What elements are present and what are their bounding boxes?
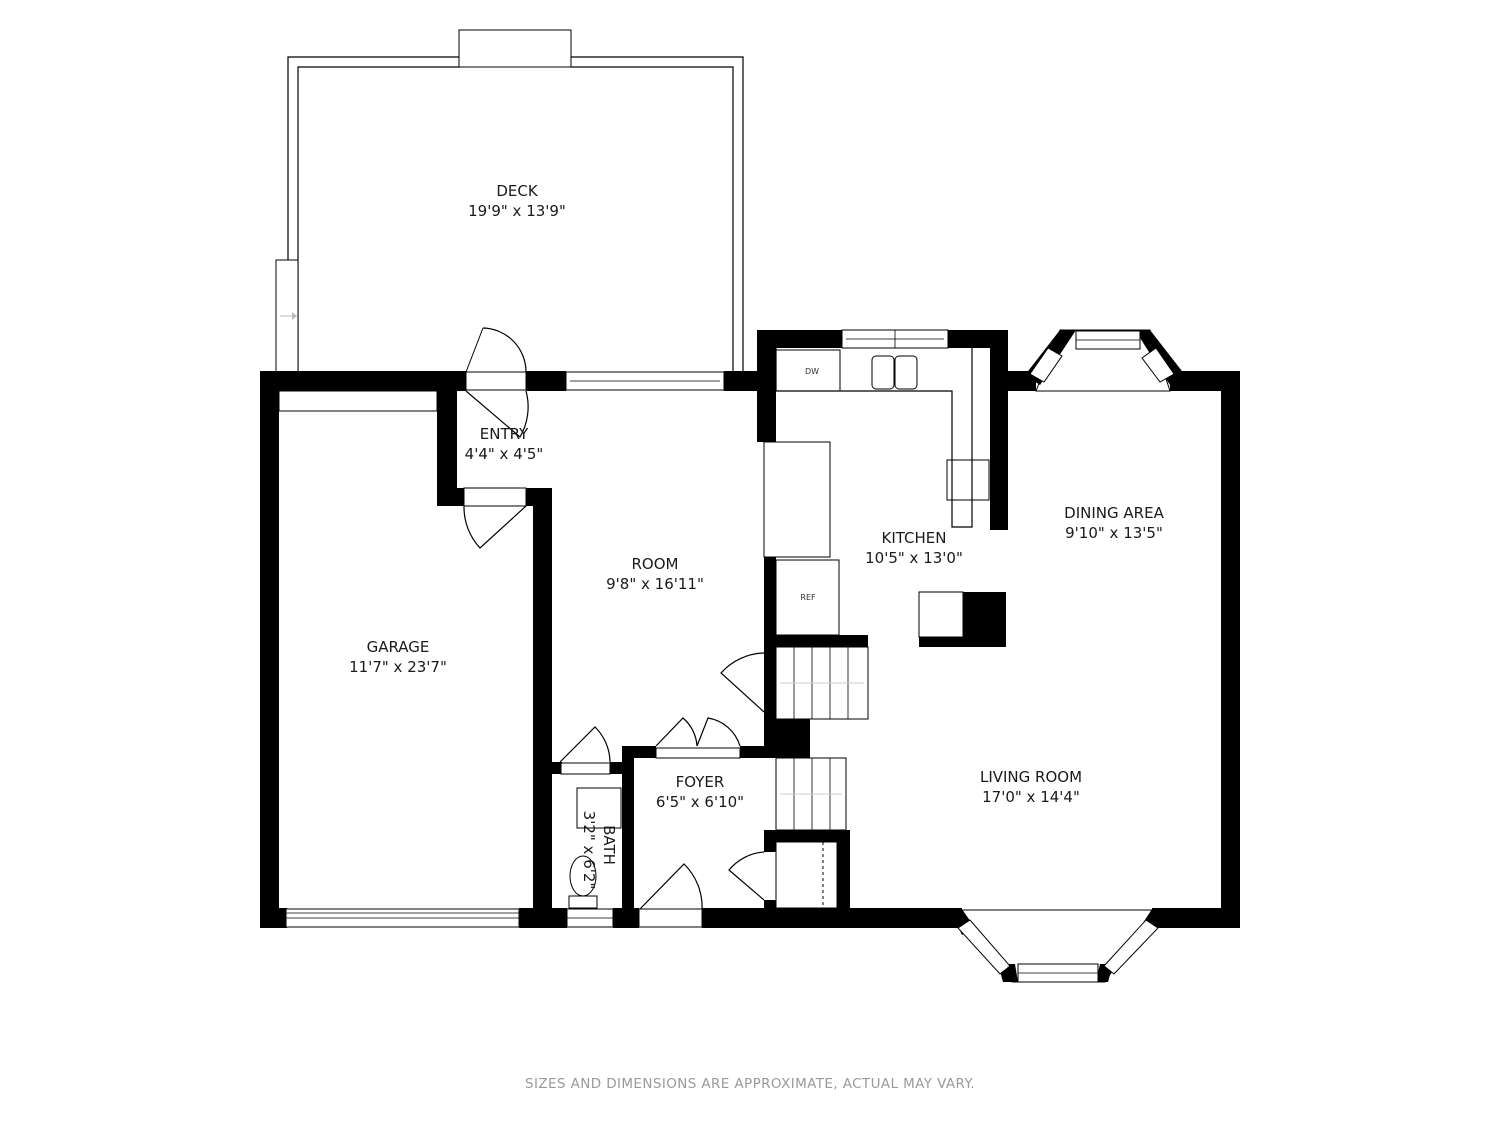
room-size-bath: 3'2" x 6'2" xyxy=(580,811,598,890)
room-name-room: ROOM xyxy=(632,555,679,573)
walls xyxy=(260,330,1240,928)
kitchen-fixtures: DW REF xyxy=(763,348,990,636)
room-name-garage: GARAGE xyxy=(367,638,430,656)
bath-fixtures xyxy=(568,787,622,909)
room-labels: DECK 19'9" x 13'9" ENTRY 4'4" x 4'5" ROO… xyxy=(349,182,1164,889)
stairs xyxy=(775,646,869,909)
room-size-living: 17'0" x 14'4" xyxy=(982,788,1080,806)
room-size-dining: 9'10" x 13'5" xyxy=(1065,524,1163,542)
room-name-deck: DECK xyxy=(496,182,539,200)
deck-outline xyxy=(275,29,744,373)
room-size-entry: 4'4" x 4'5" xyxy=(465,445,544,463)
room-size-deck: 19'9" x 13'9" xyxy=(468,202,566,220)
windows xyxy=(278,329,1185,983)
room-size-foyer: 6'5" x 6'10" xyxy=(656,793,744,811)
room-size-garage: 11'7" x 23'7" xyxy=(349,658,447,676)
room-name-living: LIVING ROOM xyxy=(980,768,1082,786)
doors xyxy=(463,327,765,928)
room-name-kitchen: KITCHEN xyxy=(882,529,947,547)
room-name-foyer: FOYER xyxy=(676,773,725,791)
room-name-entry: ENTRY xyxy=(480,425,529,443)
room-size-room: 9'8" x 16'11" xyxy=(606,575,704,593)
room-name-dining: DINING AREA xyxy=(1064,504,1164,522)
disclaimer-text: SIZES AND DIMENSIONS ARE APPROXIMATE, AC… xyxy=(524,1076,975,1092)
refrigerator-label: REF xyxy=(800,593,816,602)
room-size-kitchen: 10'5" x 13'0" xyxy=(865,549,963,567)
dishwasher-label: DW xyxy=(805,367,819,376)
room-name-bath: BATH xyxy=(600,825,618,865)
